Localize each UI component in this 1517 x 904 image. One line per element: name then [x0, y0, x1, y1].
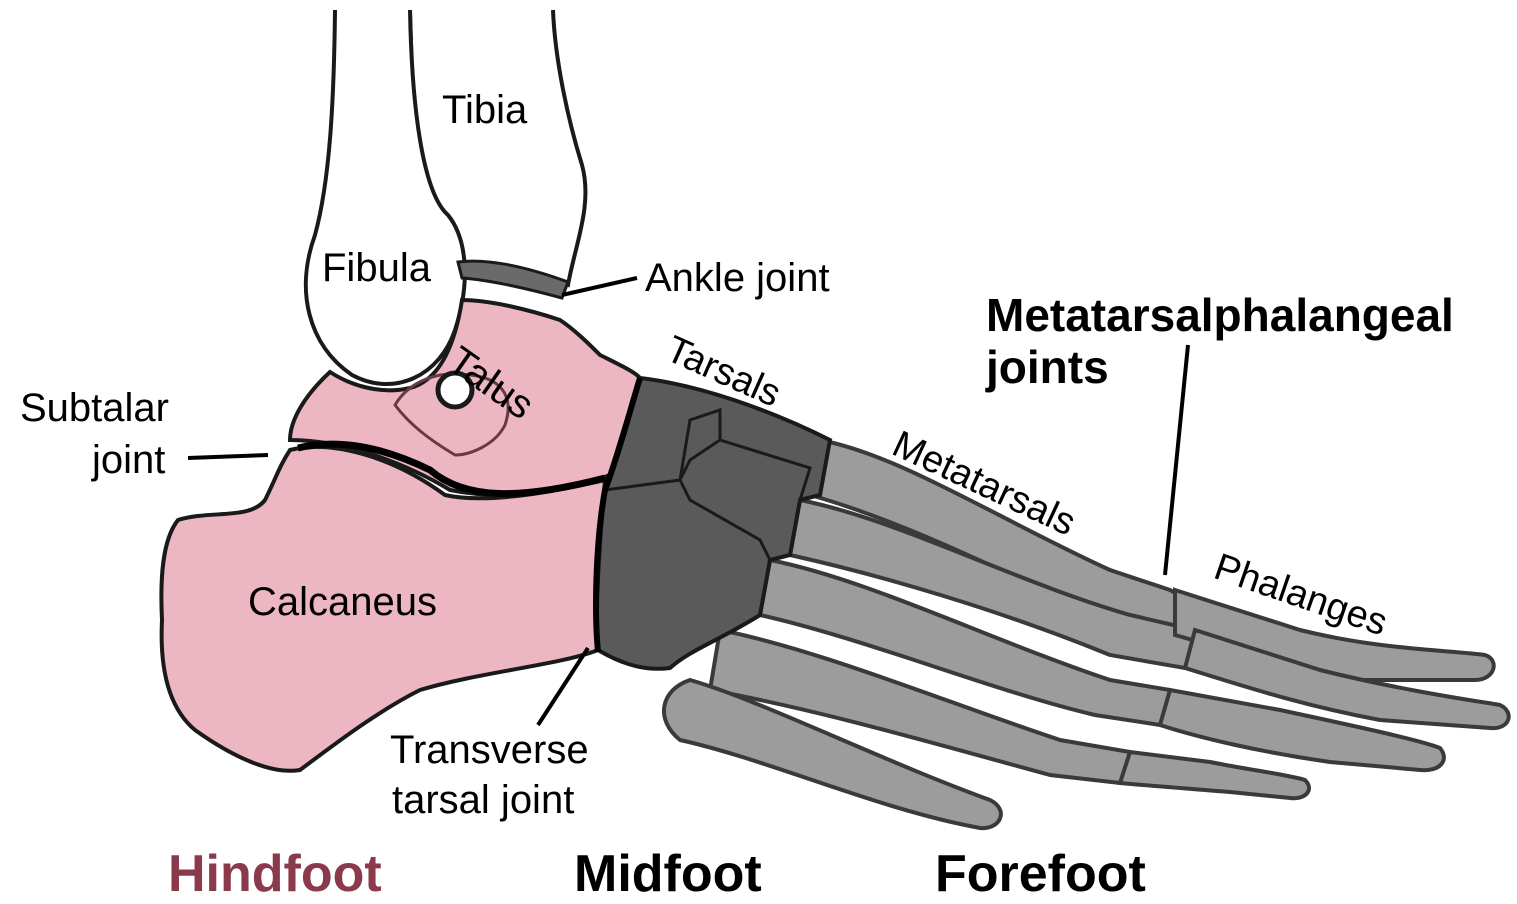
fibula-label: Fibula [322, 248, 431, 288]
tibia-label: Tibia [442, 90, 527, 130]
forefoot-region-label: Forefoot [935, 848, 1146, 900]
subtalar-label-line2: joint [92, 440, 165, 480]
midfoot-region-label: Midfoot [574, 848, 762, 900]
ankle-joint-label: Ankle joint [645, 258, 830, 298]
mtp-label-line2: joints [986, 344, 1109, 390]
mtp-label-line1: Metatarsalphalangeal [986, 292, 1454, 338]
transverse-label-line2: tarsal joint [392, 780, 574, 820]
calcaneus-label: Calcaneus [248, 582, 437, 622]
subtalar-leader [188, 455, 268, 458]
ankle-joint-leader [562, 278, 637, 295]
subtalar-label-line1: Subtalar [20, 388, 169, 428]
transverse-label-line1: Transverse [390, 730, 589, 770]
mtp-leader [1165, 345, 1188, 575]
hindfoot-region-label: Hindfoot [168, 848, 382, 900]
